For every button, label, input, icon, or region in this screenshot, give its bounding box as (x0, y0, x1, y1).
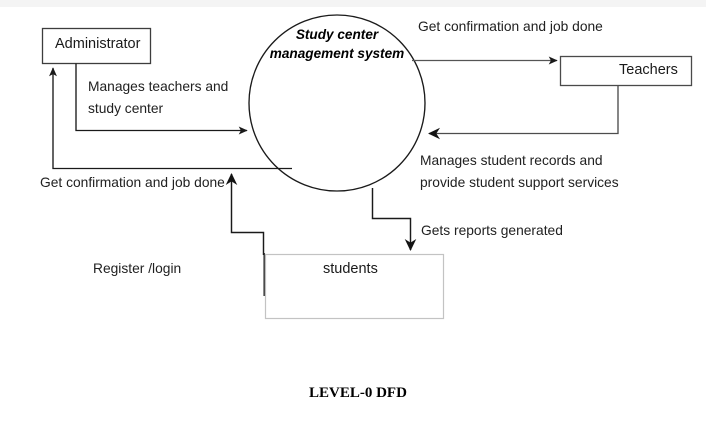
flow-line-gets-reports-generated[interactable] (371, 188, 417, 251)
flow-line-register-login[interactable] (225, 173, 265, 255)
process-label-line2: management system (269, 46, 405, 61)
flow-label-get-confirmation-and-job-done-teachers: Get confirmation and job done (418, 19, 603, 34)
page-top-band (0, 0, 706, 7)
flow-line-manages-teachers-and-study-center[interactable] (75, 63, 248, 135)
process-label-line1: Study center (295, 27, 379, 42)
entity-label-teachers: Teachers (619, 62, 678, 78)
data-store-students[interactable] (264, 253, 445, 320)
flow-label-manages-student-records-line1: Manages student records and (420, 153, 603, 168)
flow-label-get-confirmation-and-job-done-admin: Get confirmation and job done (40, 175, 225, 190)
flow-label-manages-teachers-and-study-center-line1: Manages teachers and (88, 79, 229, 94)
entity-box-teachers[interactable] (559, 55, 693, 87)
entity-box-administrator[interactable] (41, 27, 152, 65)
diagram-caption: LEVEL-0 DFD (309, 385, 407, 401)
flow-label-manages-teachers-and-study-center-line2: study center (88, 101, 164, 116)
flow-label-gets-reports-generated: Gets reports generated (421, 223, 563, 238)
entity-label-students: students (323, 261, 378, 277)
entity-label-administrator: Administrator (55, 36, 141, 52)
process-circle-study-center-management-system[interactable] (248, 14, 426, 192)
flow-label-register-login: Register /login (93, 261, 182, 276)
flow-line-get-confirmation-and-job-done-admin[interactable] (49, 67, 292, 170)
flow-label-manages-student-records-line2: provide student support services (420, 175, 619, 190)
flow-line-manages-student-records[interactable] (428, 85, 619, 140)
